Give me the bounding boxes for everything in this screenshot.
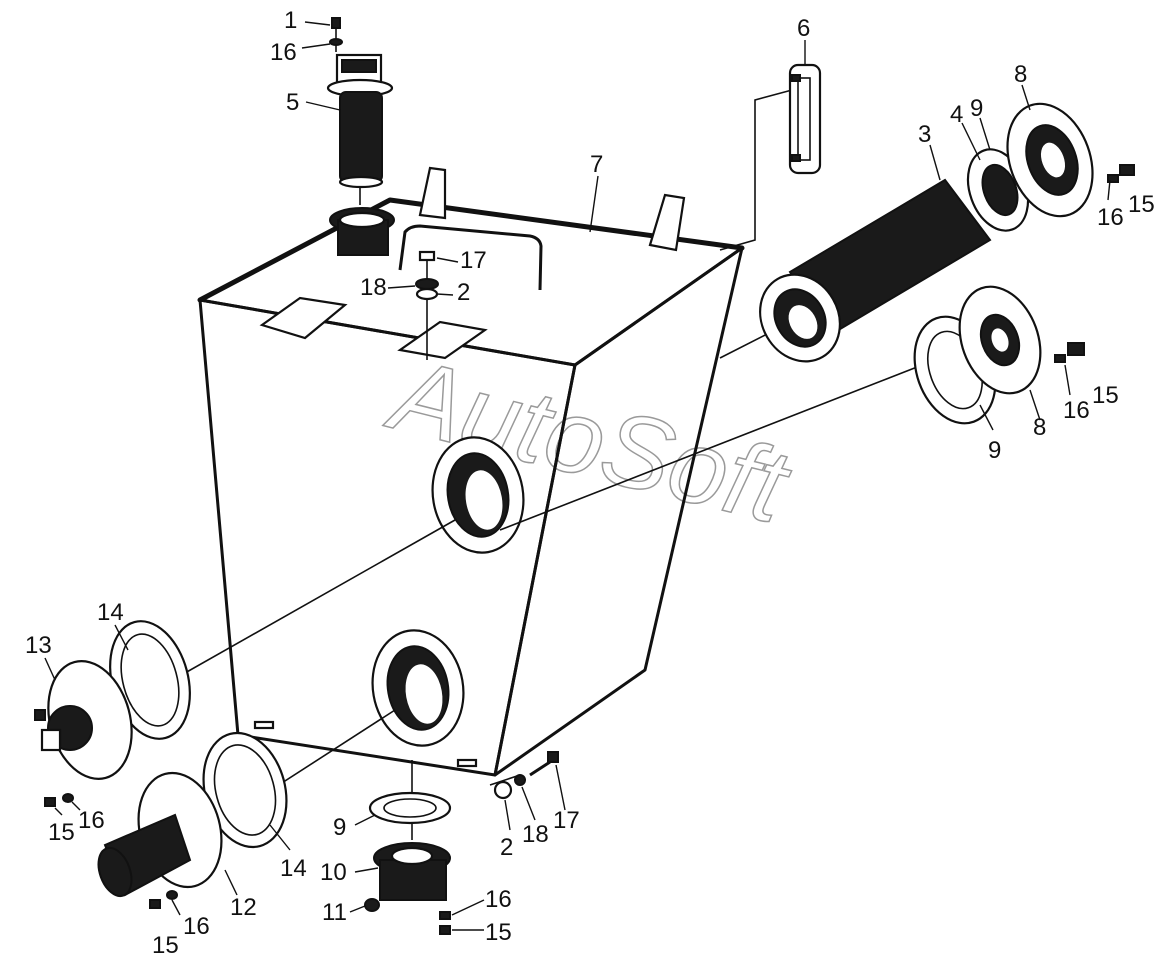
callout-3: 3	[918, 121, 931, 148]
filler-screw-1	[329, 17, 343, 52]
callout-16: 16	[270, 39, 297, 66]
callout-16: 16	[1063, 397, 1090, 424]
callout-9: 9	[988, 437, 1001, 464]
filler-neck	[329, 207, 395, 256]
callout-13: 13	[25, 632, 52, 659]
top-bolt-17	[415, 250, 439, 301]
upper-port-flange	[431, 436, 525, 554]
callout-labels: 1 16 5 6 7 8 3 4 9 16 15 17 18 2 9 8 16 …	[25, 7, 1155, 959]
callout-15: 15	[48, 819, 75, 846]
lower-port-flange	[371, 629, 465, 747]
callout-6: 6	[797, 15, 810, 42]
cover-with-sender-13	[34, 620, 191, 780]
cover-with-pipe-12	[97, 731, 288, 898]
callout-7: 7	[590, 151, 603, 178]
callout-2: 2	[457, 279, 470, 306]
return-filter-3	[759, 178, 992, 363]
callout-16: 16	[78, 807, 105, 834]
callout-2: 2	[500, 834, 513, 861]
level-gauge-6	[788, 63, 822, 175]
bottom-bolt-17	[493, 751, 559, 800]
filter-cover-group-lower	[913, 285, 1085, 425]
callout-16: 16	[485, 886, 512, 913]
filler-cap-strainer-5	[326, 53, 394, 189]
callout-5: 5	[286, 89, 299, 116]
callout-16: 16	[183, 913, 210, 940]
callout-15: 15	[485, 919, 512, 946]
callout-15: 15	[152, 932, 179, 959]
callout-4: 4	[950, 101, 963, 128]
callout-11: 11	[322, 899, 347, 926]
callout-17: 17	[553, 807, 580, 834]
callout-14: 14	[280, 855, 307, 882]
callout-17: 17	[460, 247, 487, 274]
tank-body	[197, 166, 745, 777]
callout-18: 18	[522, 821, 549, 848]
callout-8: 8	[1014, 61, 1027, 88]
filter-cover-group-upper	[966, 102, 1135, 232]
callout-14: 14	[97, 599, 124, 626]
callout-15: 15	[1092, 382, 1119, 409]
callout-16: 16	[1097, 204, 1124, 231]
left-screws	[44, 793, 178, 909]
callout-12: 12	[230, 894, 257, 921]
callout-leaders	[44, 21, 1111, 931]
callout-9: 9	[970, 95, 983, 122]
callout-1: 1	[284, 7, 297, 34]
callout-10: 10	[320, 859, 347, 886]
callout-18: 18	[360, 274, 387, 301]
callout-9: 9	[333, 814, 346, 841]
callout-15: 15	[1128, 191, 1155, 218]
drain-fitting-10	[364, 791, 452, 935]
callout-8: 8	[1033, 414, 1046, 441]
